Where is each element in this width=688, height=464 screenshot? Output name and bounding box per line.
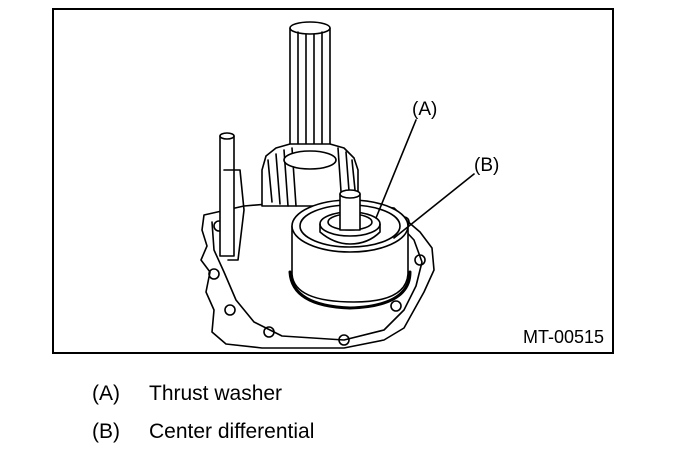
shift-rod: [219, 135, 235, 257]
legend: (A) Thrust washer (B) Center differentia…: [92, 383, 314, 459]
legend-item: (B) Center differential: [92, 421, 314, 459]
legend-label: Thrust washer: [149, 382, 283, 405]
center-differential: [288, 199, 412, 310]
leader-line-b: [393, 173, 475, 239]
legend-label: Center differential: [149, 420, 315, 443]
upper-shaft: [289, 27, 331, 151]
legend-key: (B): [92, 420, 120, 443]
callout-b-label: (B): [474, 155, 500, 176]
legend-key: (A): [92, 382, 120, 405]
callout-a-label: (A): [412, 99, 438, 120]
figure-id: MT-00515: [522, 327, 604, 347]
diagram-figure: (A) (B) MT-00515: [52, 8, 614, 354]
leader-line-a: [375, 119, 417, 219]
transmission-illustration: [200, 21, 475, 349]
legend-item: (A) Thrust washer: [92, 383, 314, 421]
